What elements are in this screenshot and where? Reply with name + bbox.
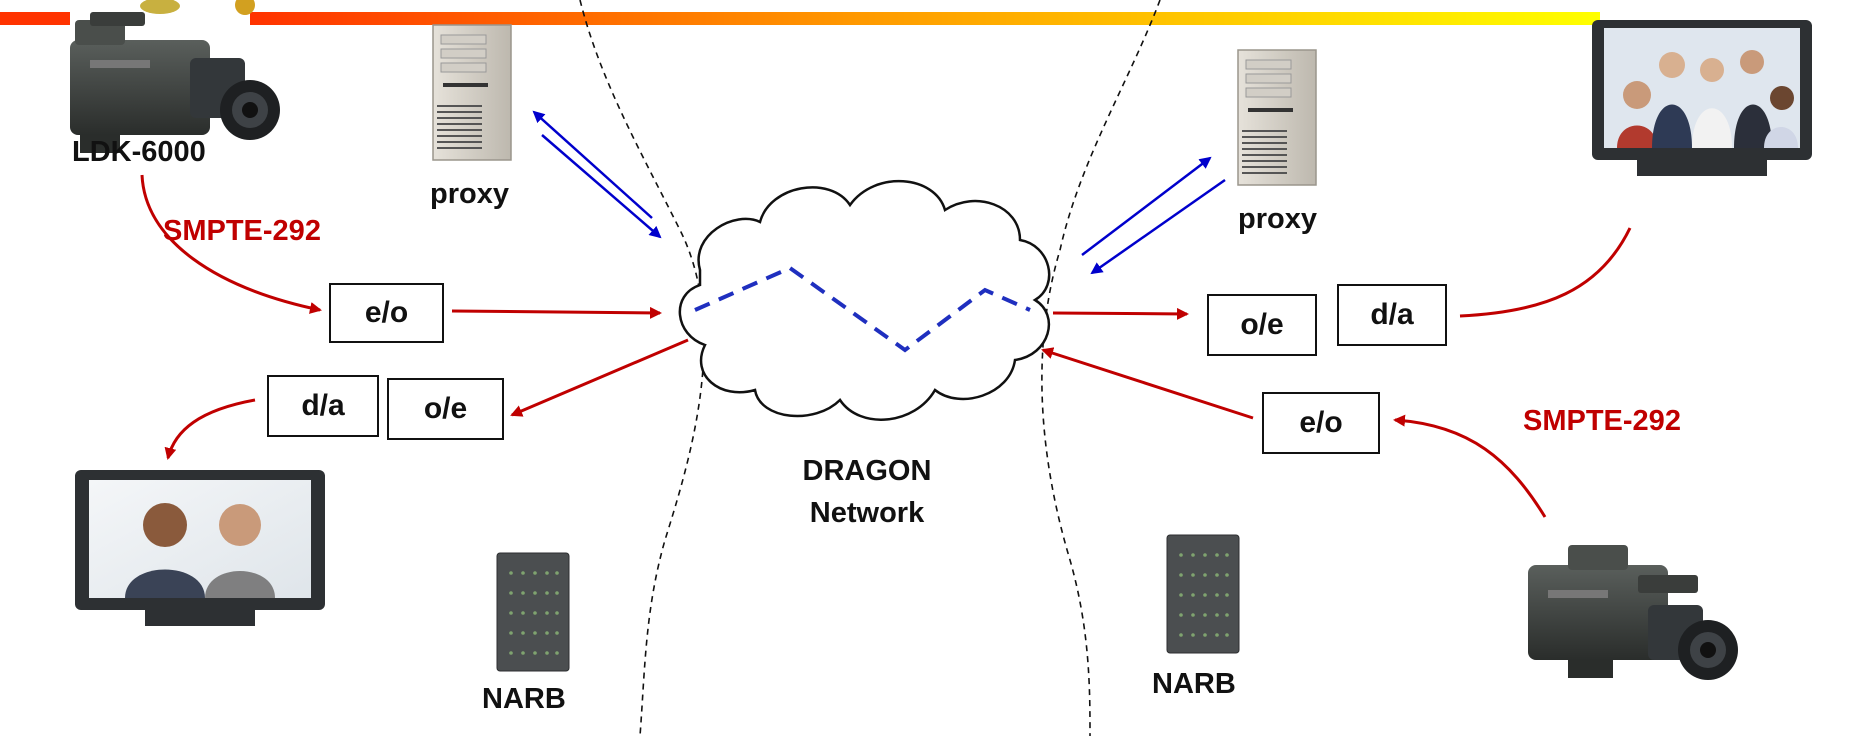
monitor-icon bbox=[75, 470, 325, 626]
right-narb-label: NARB bbox=[1152, 668, 1236, 700]
right-da-box: d/a bbox=[1337, 284, 1447, 346]
left-eo-box: e/o bbox=[329, 283, 444, 343]
left-oe-box: o/e bbox=[387, 378, 504, 440]
right-signal-arrows bbox=[1041, 227, 1632, 518]
header-banner bbox=[0, 12, 1600, 25]
right-eo-box: e/o bbox=[1262, 392, 1380, 454]
network-label-line1: DRAGON bbox=[802, 455, 932, 487]
right-boundary bbox=[1041, 0, 1161, 736]
right-proxy-label: proxy bbox=[1238, 203, 1317, 235]
left-narb-label: NARB bbox=[482, 683, 566, 715]
rack-icon bbox=[1166, 534, 1240, 654]
left-da-box: d/a bbox=[267, 375, 379, 437]
right-control-arrows bbox=[1081, 156, 1226, 275]
server-icon bbox=[432, 24, 512, 161]
right-signal-label: SMPTE-292 bbox=[1523, 405, 1681, 437]
domain-boundaries bbox=[579, 0, 1161, 736]
rack-icon bbox=[496, 552, 570, 672]
network-label-line2: Network bbox=[809, 497, 925, 529]
left-control-arrows bbox=[532, 110, 662, 239]
left-boundary bbox=[579, 0, 705, 736]
left-signal-label: SMPTE-292 bbox=[163, 215, 321, 247]
left-proxy-label: proxy bbox=[430, 178, 509, 210]
monitor-icon bbox=[1592, 20, 1812, 176]
server-icon bbox=[1237, 49, 1317, 186]
decorative-shapes bbox=[140, 0, 255, 15]
cloud-icon bbox=[678, 180, 1051, 421]
camera-icon bbox=[1528, 545, 1738, 680]
right-oe-box: o/e bbox=[1207, 294, 1317, 356]
left-camera-label: LDK-6000 bbox=[72, 136, 206, 168]
left-signal-arrows bbox=[140, 174, 689, 460]
lightpath-route bbox=[694, 265, 1031, 353]
camera-icon bbox=[70, 12, 280, 153]
